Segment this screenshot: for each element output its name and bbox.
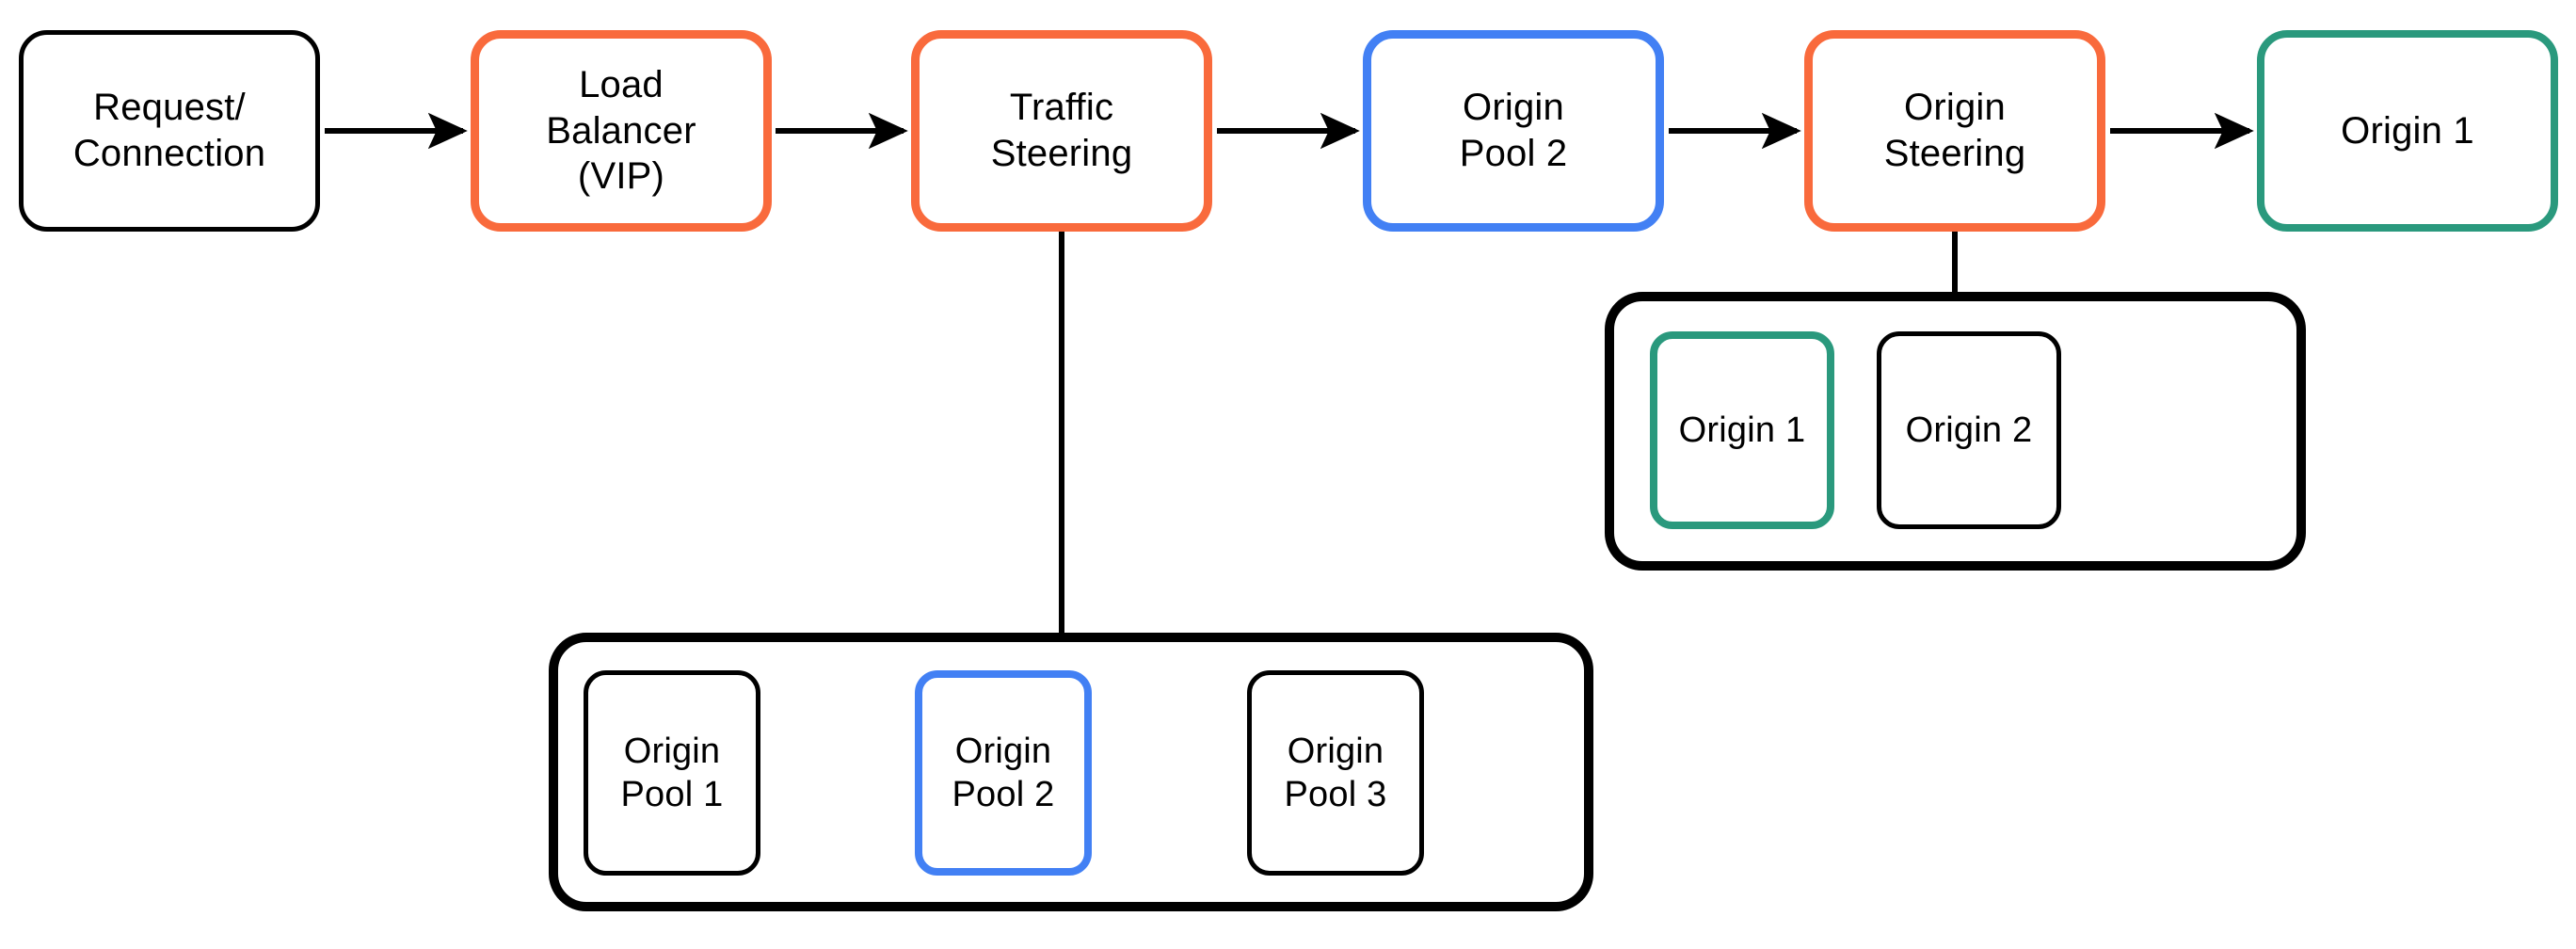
node-origin-pool-2-in-group[interactable]: Origin Pool 2 — [915, 670, 1092, 876]
node-traffic-steering[interactable]: Traffic Steering — [911, 30, 1212, 232]
node-request-connection[interactable]: Request/ Connection — [19, 30, 320, 232]
node-origin-1-top-label: Origin 1 — [2341, 109, 2474, 152]
node-origin-steering-label: Origin Steering — [1883, 87, 2026, 174]
node-origin-1-selected-top[interactable]: Origin 1 — [2257, 30, 2558, 232]
node-origin-2-in-group-label: Origin 2 — [1905, 410, 2033, 450]
node-request-connection-label: Request/ Connection — [72, 87, 266, 174]
node-origin-pool-2-in-group-label: Origin Pool 2 — [952, 731, 1055, 814]
node-origin-2-in-group[interactable]: Origin 2 — [1877, 331, 2061, 529]
node-origin-pool-3[interactable]: Origin Pool 3 — [1247, 670, 1424, 876]
node-origin-1-in-group[interactable]: Origin 1 — [1650, 331, 1834, 529]
node-traffic-steering-label: Traffic Steering — [990, 87, 1133, 174]
node-origin-steering[interactable]: Origin Steering — [1804, 30, 2105, 232]
node-origin-1-in-group-label: Origin 1 — [1678, 410, 1806, 450]
node-origin-pool-2-selected-top[interactable]: Origin Pool 2 — [1363, 30, 1664, 232]
node-origin-pool-2-top-label: Origin Pool 2 — [1459, 87, 1568, 174]
node-origin-pool-3-label: Origin Pool 3 — [1284, 731, 1387, 814]
node-load-balancer-vip-label: Load Balancer (VIP) — [546, 63, 696, 198]
node-origin-pool-1-label: Origin Pool 1 — [620, 731, 724, 814]
node-origin-pool-1[interactable]: Origin Pool 1 — [584, 670, 760, 876]
node-load-balancer-vip[interactable]: Load Balancer (VIP) — [471, 30, 772, 232]
